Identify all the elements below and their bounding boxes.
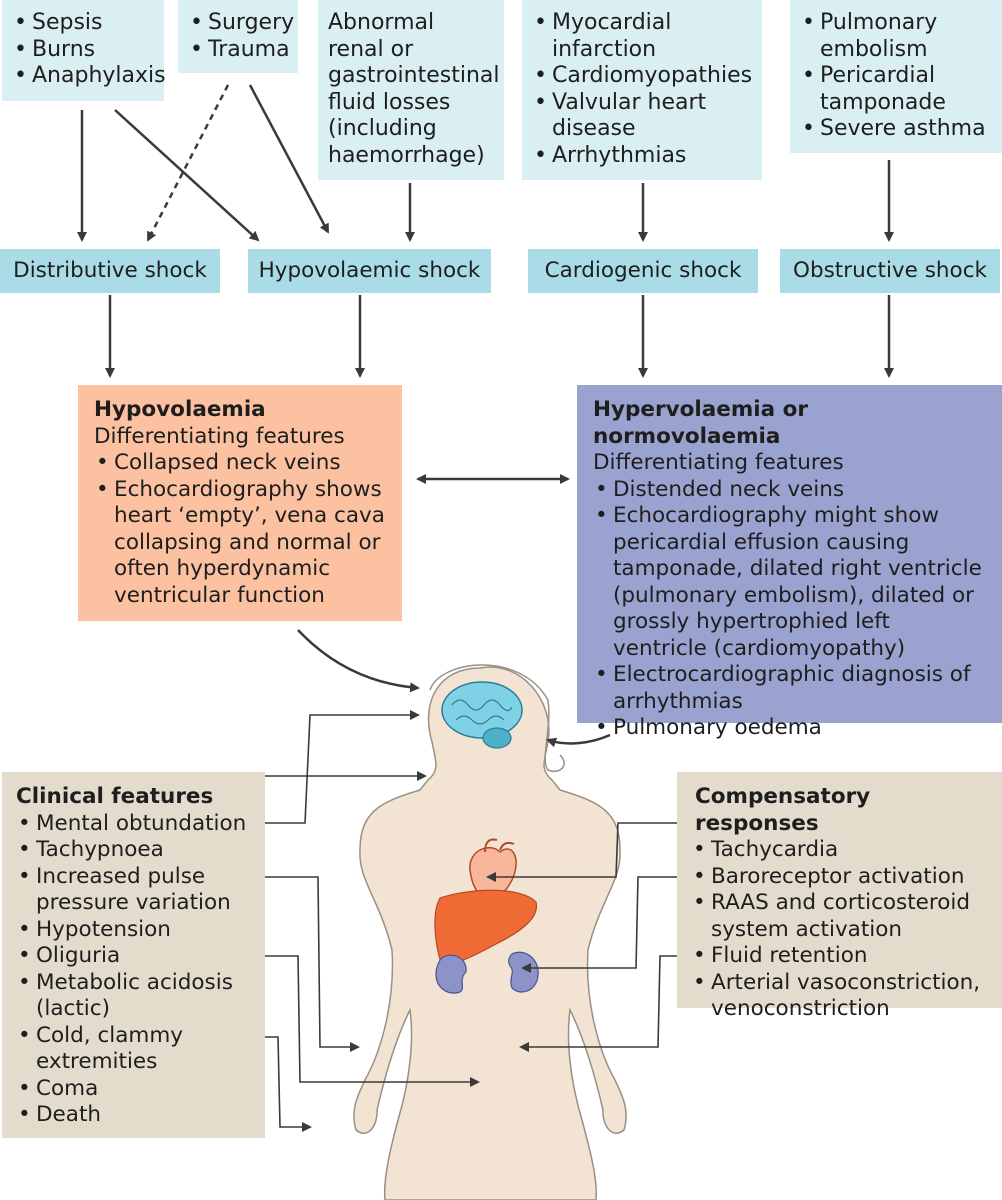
feature-item: Electrocardiographic diagnosis of arrhyt… bbox=[593, 662, 986, 715]
feature-item: Echocardiography shows heart ‘empty’, ve… bbox=[94, 477, 386, 610]
distributive-causes-box: Sepsis Burns Anaphylaxis bbox=[2, 0, 166, 101]
feature-item: Echocardiography might show pericardial … bbox=[593, 503, 986, 662]
clinical-item: Death bbox=[16, 1102, 251, 1129]
cause-item: Severe asthma bbox=[800, 116, 992, 143]
clinical-item: Tachypnoea bbox=[16, 837, 251, 864]
distributive-shock-box: Distributive shock bbox=[0, 249, 220, 293]
compensatory-item: Tachycardia bbox=[691, 837, 988, 864]
feature-item: Collapsed neck veins bbox=[94, 450, 386, 477]
compensatory-item: Baroreceptor activation bbox=[691, 864, 988, 891]
clinical-item: Increased pulse pressure variation bbox=[16, 864, 251, 917]
brain-icon bbox=[441, 681, 523, 749]
surgery-causes-box: Surgery Trauma bbox=[178, 0, 298, 73]
hypervolaemia-subtitle: Differentiating features bbox=[593, 450, 844, 475]
clinical-item: Hypotension bbox=[16, 917, 251, 944]
obstructive-causes-box: Pulmonary embolism Pericardial tamponade… bbox=[790, 0, 1002, 153]
clinical-item: Cold, clammy extremities bbox=[16, 1023, 251, 1076]
clinical-item: Coma bbox=[16, 1076, 251, 1103]
cause-item: Valvular heart disease bbox=[532, 90, 752, 143]
fluid-loss-text: Abnormal renal or gastrointestinal fluid… bbox=[328, 10, 500, 168]
cause-item: Myocardial infarction bbox=[532, 10, 752, 63]
hypervolaemia-title: Hypervolaemia or normovolaemia bbox=[593, 397, 808, 449]
cause-item: Burns bbox=[12, 37, 154, 64]
feature-item: Pulmonary oedema bbox=[593, 715, 986, 742]
compensatory-leader-lines bbox=[486, 822, 688, 1052]
liver-icon bbox=[434, 889, 538, 967]
compensatory-responses-box: Compensatory responses Tachycardia Baror… bbox=[677, 772, 1002, 1021]
shock-arrows bbox=[105, 295, 894, 378]
hypovolaemic-shock-box: Hypovolaemic shock bbox=[248, 249, 491, 293]
compensatory-item: RAAS and corticosteroid system activatio… bbox=[691, 890, 988, 943]
hypervolaemia-box: Hypervolaemia or normovolaemia Different… bbox=[577, 385, 1002, 741]
hypovolaemia-box: Hypovolaemia Differentiating features Co… bbox=[78, 385, 402, 621]
cause-arrows bbox=[77, 84, 894, 242]
hypovolaemia-subtitle: Differentiating features bbox=[94, 423, 345, 449]
fluid-loss-cause-box: Abnormal renal or gastrointestinal fluid… bbox=[318, 0, 504, 180]
hypovolaemia-title: Hypovolaemia bbox=[94, 397, 266, 422]
clinical-item: Mental obtundation bbox=[16, 811, 251, 838]
cause-item: Trauma bbox=[188, 37, 290, 64]
clinical-features-box: Clinical features Mental obtundation Tac… bbox=[2, 772, 265, 1138]
cause-item: Sepsis bbox=[12, 10, 154, 37]
cardiogenic-shock-box: Cardiogenic shock bbox=[528, 249, 758, 293]
cause-item: Surgery bbox=[188, 10, 294, 37]
clinical-features-title: Clinical features bbox=[16, 784, 214, 809]
clinical-item: Metabolic acidosis (lactic) bbox=[16, 970, 251, 1023]
feature-item: Distended neck veins bbox=[593, 477, 986, 504]
cause-item: Anaphylaxis bbox=[12, 63, 166, 90]
cardiac-causes-box: Myocardial infarction Cardiomyopathies V… bbox=[522, 0, 762, 180]
compensatory-item: Fluid retention bbox=[691, 943, 988, 970]
cause-item: Pulmonary embolism bbox=[800, 10, 992, 63]
cause-item: Cardiomyopathies bbox=[532, 63, 752, 90]
cause-item: Arrhythmias bbox=[532, 143, 752, 170]
compensatory-responses-title: Compensatory responses bbox=[695, 784, 871, 836]
cause-item: Pericardial tamponade bbox=[800, 63, 992, 116]
compensatory-item: Arterial vasoconstriction, venoconstrict… bbox=[691, 970, 988, 1023]
obstructive-shock-box: Obstructive shock bbox=[780, 249, 1000, 293]
clinical-item: Oliguria bbox=[16, 943, 251, 970]
